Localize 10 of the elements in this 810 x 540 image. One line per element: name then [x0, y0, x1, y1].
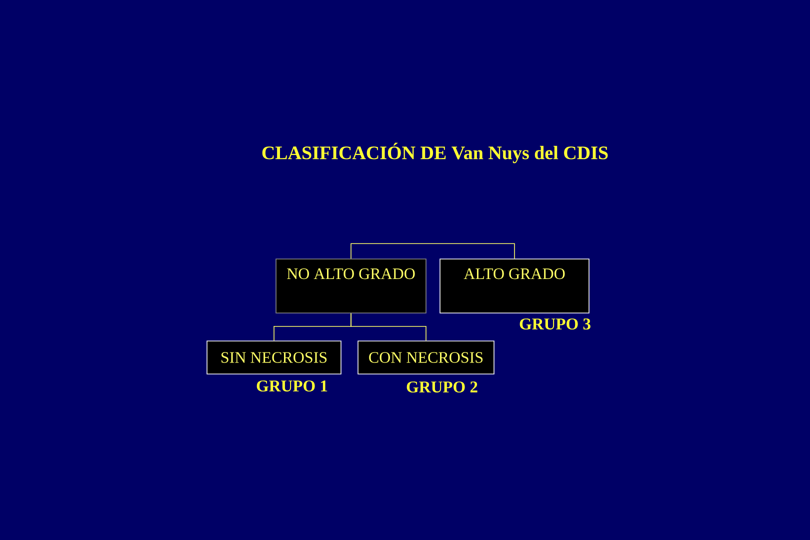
connector-line [350, 313, 426, 341]
subcategory-box: SIN NECROSIS [206, 340, 342, 374]
group-label: GRUPO 2 [406, 381, 478, 393]
category-box: ALTO GRADO [440, 258, 590, 314]
category-box: NO ALTO GRADO [276, 258, 426, 314]
connector-line [350, 243, 515, 259]
subcategory-box: CON NECROSIS [358, 340, 494, 374]
group-label: GRUPO 3 [520, 318, 590, 330]
group-label: GRUPO 1 [256, 380, 328, 392]
title: CLASIFICACIÓN DE Van Nuys del CDIS [262, 142, 608, 164]
